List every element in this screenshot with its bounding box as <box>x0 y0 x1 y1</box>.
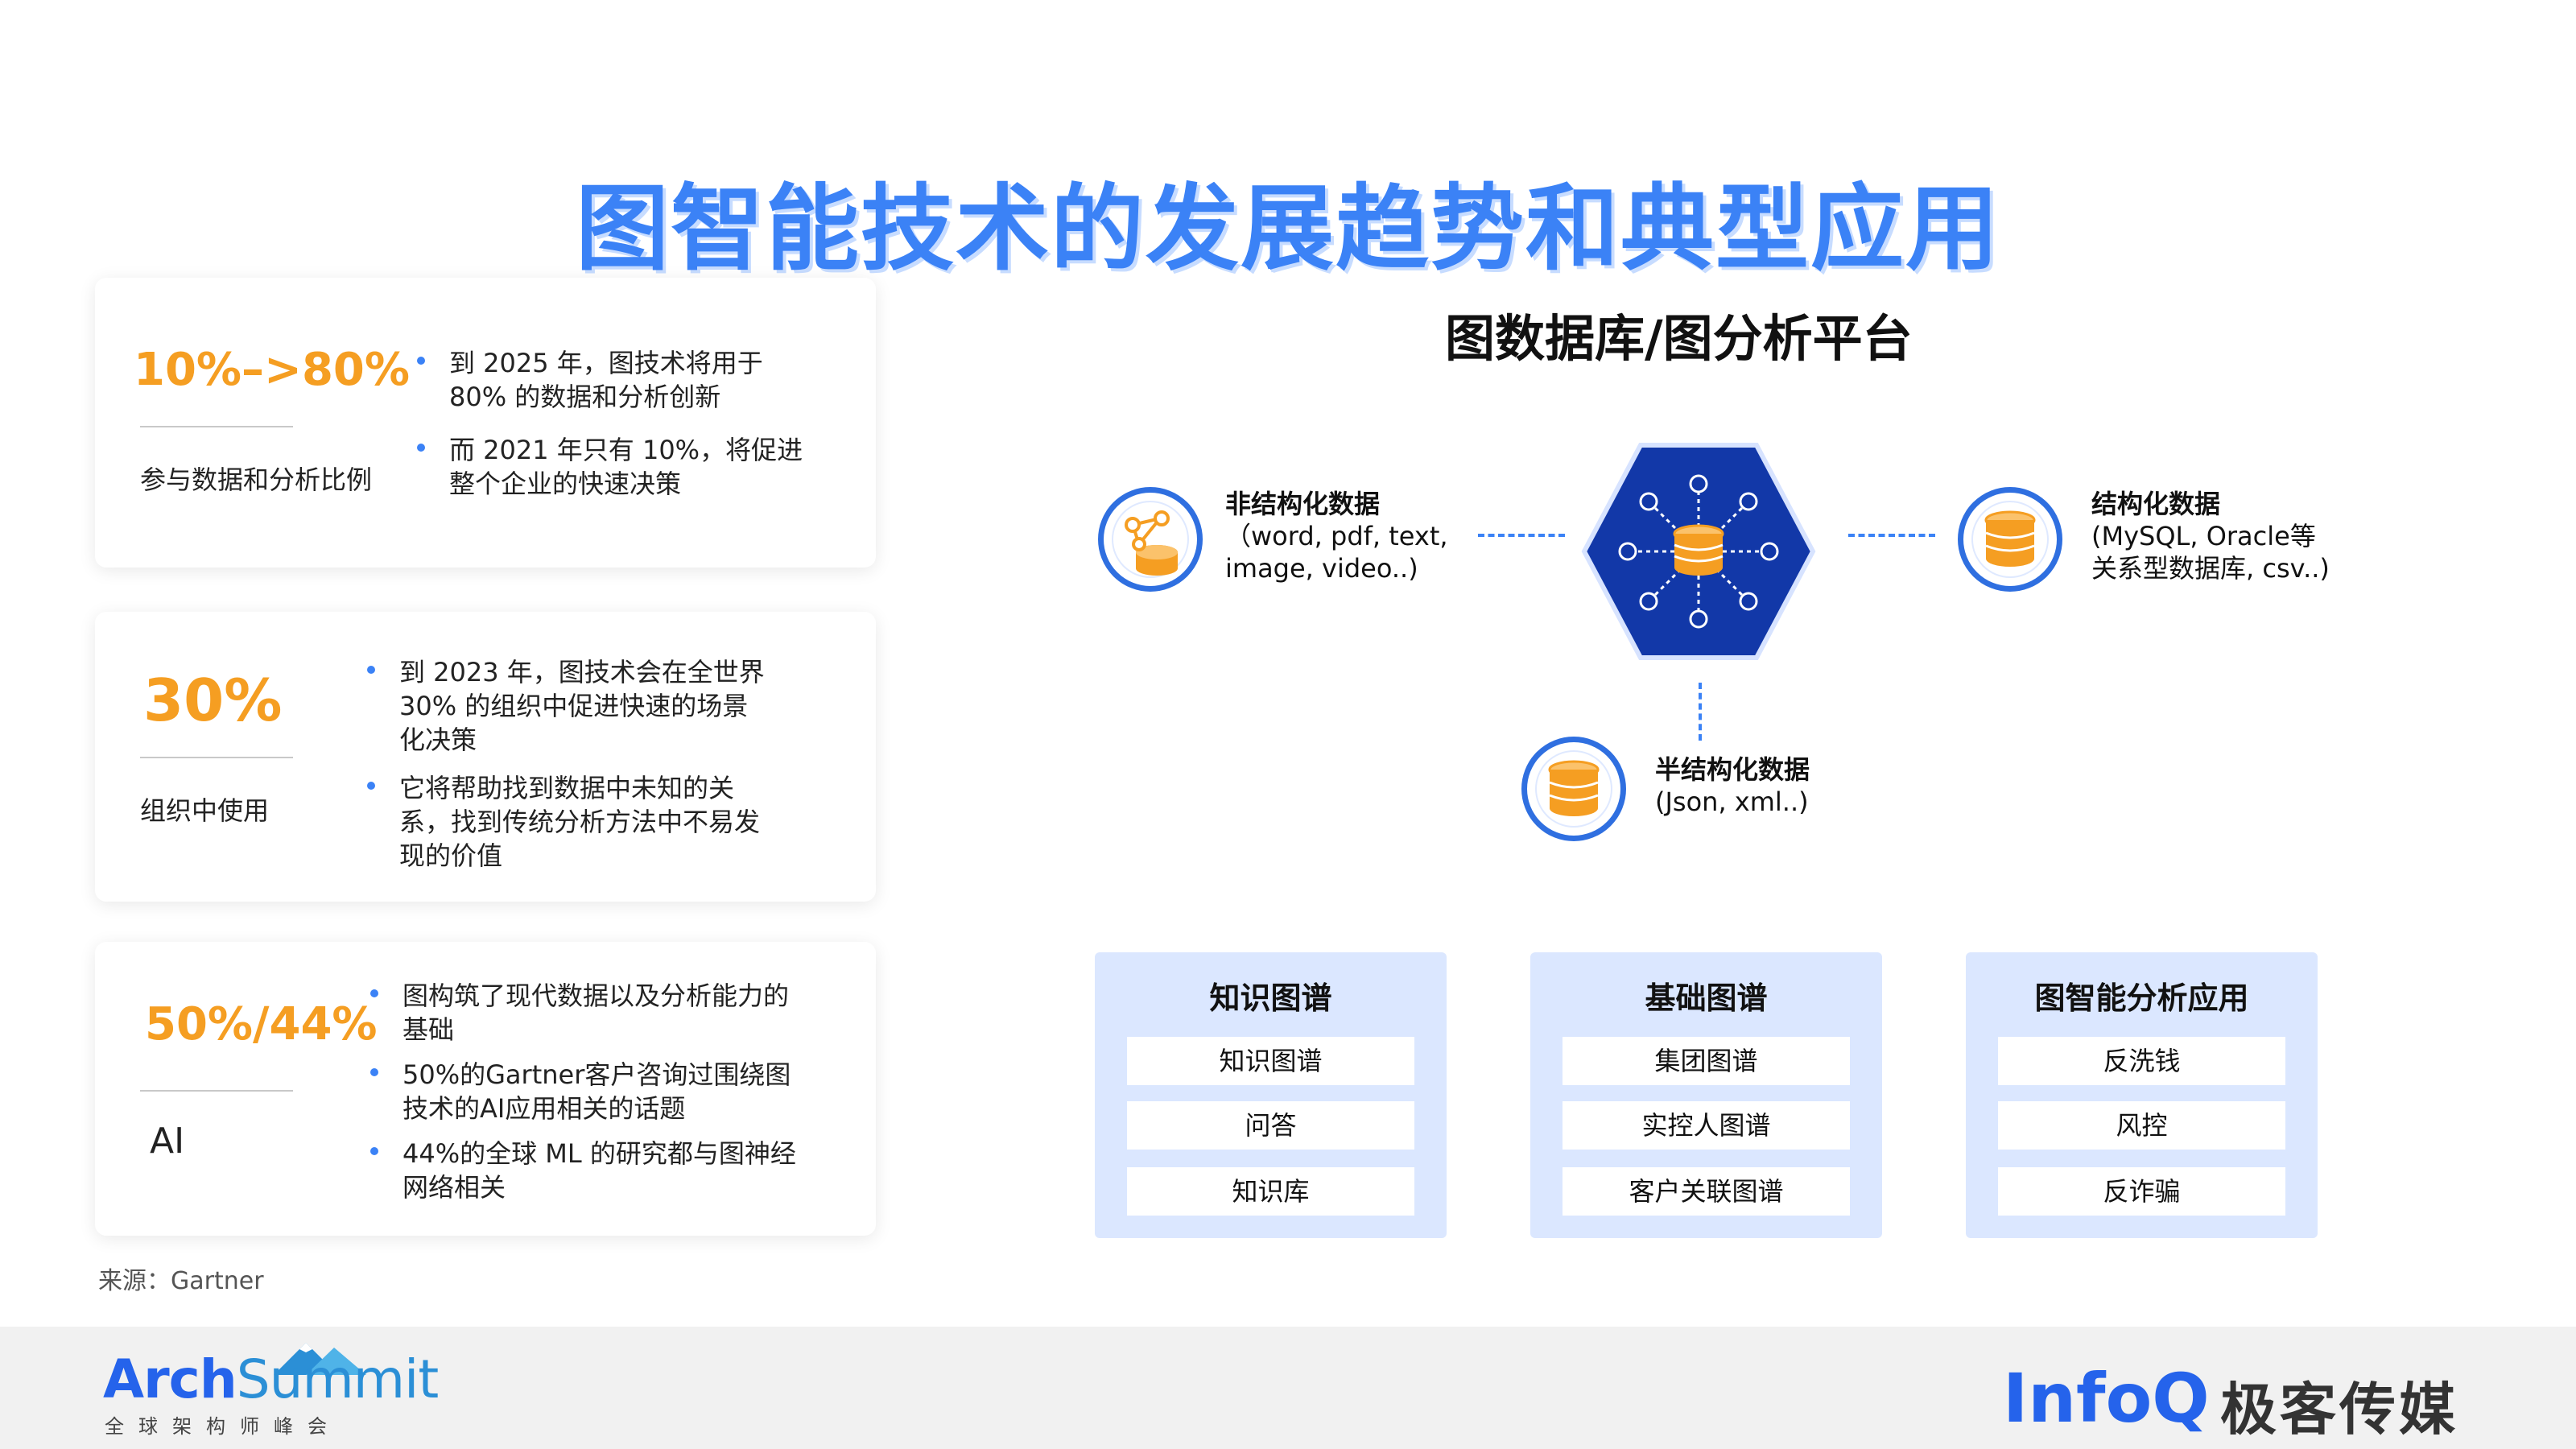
panel-item: 知识库 <box>1127 1167 1414 1216</box>
stat-value: 30% <box>143 667 283 734</box>
panel-item: 反诈骗 <box>1998 1167 2285 1216</box>
divider <box>140 757 293 758</box>
database-icon <box>1548 760 1600 816</box>
stat-card-2: 30% 组织中使用 到 2023 年，图技术会在全世界 30% 的组织中促进快速… <box>95 612 876 902</box>
semi-structured-node <box>1521 737 1626 841</box>
connector-line <box>1478 534 1565 537</box>
bullet-list: 图构筑了现代数据以及分析能力的 基础 50%的Gartner客户咨询过围绕图 技… <box>369 979 860 1224</box>
mountain-logo-icon <box>274 1343 366 1375</box>
logo-text-arch: Arch <box>103 1348 237 1410</box>
stat-caption: AI <box>150 1121 185 1162</box>
stat-card-1: 10%–>80% 参与数据和分析比例 到 2025 年，图技术将用于 80% 的… <box>95 278 876 568</box>
divider <box>140 1090 293 1092</box>
application-panel: 图智能分析应用 反洗钱 风控 反诈骗 <box>1966 952 2318 1238</box>
structured-node <box>1958 487 2062 592</box>
panel-item: 客户关联图谱 <box>1563 1167 1850 1216</box>
hexagon-hub-icon <box>1581 443 1816 660</box>
bullet-item: 它将帮助找到数据中未知的关 系，找到传统分析方法中不易发 现的价值 <box>365 771 848 873</box>
bullet-item: 而 2021 年只有 10%，将促进 整个企业的快速决策 <box>415 433 850 501</box>
panel-title: 图智能分析应用 <box>2034 980 2249 1016</box>
infoq-logo: InfoQ <box>2003 1359 2210 1438</box>
connector-line <box>1699 683 1702 741</box>
bullet-item: 到 2023 年，图技术会在全世界 30% 的组织中促进快速的场景 化决策 <box>365 655 848 757</box>
panel-item: 反洗钱 <box>1998 1037 2285 1085</box>
panel-title: 基础图谱 <box>1645 980 1768 1016</box>
source-note: 来源：Gartner <box>98 1267 264 1295</box>
semi-heading: 半结构化数据 <box>1655 754 1810 785</box>
logo-text-summit: Summit <box>236 1348 440 1410</box>
panel-item: 实控人图谱 <box>1563 1101 1850 1150</box>
application-panel: 知识图谱 知识图谱 问答 知识库 <box>1095 952 1447 1238</box>
unstructured-node <box>1098 487 1203 592</box>
geek-media-logo: 极客传媒 <box>2220 1377 2458 1443</box>
structured-heading: 结构化数据 <box>2091 489 2221 519</box>
stat-value: 50%/44% <box>145 998 378 1051</box>
archsummit-subtitle: 全球架构师峰会 <box>105 1415 341 1438</box>
stat-caption: 组织中使用 <box>140 795 270 826</box>
panel-title: 知识图谱 <box>1209 980 1332 1016</box>
application-panel: 基础图谱 集团图谱 实控人图谱 客户关联图谱 <box>1530 952 1882 1238</box>
diagram-title: 图数据库/图分析平台 <box>1445 309 1913 368</box>
panel-item: 问答 <box>1127 1101 1414 1150</box>
footer-bar <box>0 1327 2576 1449</box>
bullet-item: 图构筑了现代数据以及分析能力的 基础 <box>369 979 860 1046</box>
structured-detail: (MySQL, Oracle等 关系型数据库, csv..) <box>2091 521 2330 584</box>
divider <box>140 426 293 427</box>
database-icon <box>1984 510 2036 567</box>
panel-item: 集团图谱 <box>1563 1037 1850 1085</box>
bullet-list: 到 2023 年，图技术会在全世界 30% 的组织中促进快速的场景 化决策 它将… <box>365 655 848 892</box>
unstructured-heading: 非结构化数据 <box>1225 489 1381 519</box>
stat-value: 10%–>80% <box>134 344 410 396</box>
connector-line <box>1848 534 1935 537</box>
structured-label: 结构化数据 (MySQL, Oracle等 关系型数据库, csv..) <box>2091 488 2330 584</box>
bullet-list: 到 2025 年，图技术将用于 80% 的数据和分析创新 而 2021 年只有 … <box>415 346 850 520</box>
unstructured-detail: （word, pdf, text, image, video..) <box>1225 521 1448 584</box>
graph-db-icon <box>1125 510 1178 576</box>
bullet-item: 44%的全球 ML 的研究都与图神经 网络相关 <box>369 1137 860 1204</box>
page-title: 图智能技术的发展趋势和典型应用 <box>576 175 2000 283</box>
semi-detail: (Json, xml..) <box>1655 786 1809 817</box>
semi-structured-label: 半结构化数据 (Json, xml..) <box>1655 753 1810 818</box>
panel-item: 知识图谱 <box>1127 1037 1414 1085</box>
archsummit-logo: ArchSummit <box>103 1348 440 1410</box>
stat-card-3: 50%/44% AI 图构筑了现代数据以及分析能力的 基础 50%的Gartne… <box>95 942 876 1236</box>
stat-caption: 参与数据和分析比例 <box>140 464 373 495</box>
bullet-item: 50%的Gartner客户咨询过围绕图 技术的AI应用相关的话题 <box>369 1058 860 1125</box>
panel-item: 风控 <box>1998 1101 2285 1150</box>
bullet-item: 到 2025 年，图技术将用于 80% 的数据和分析创新 <box>415 346 850 414</box>
unstructured-label: 非结构化数据 （word, pdf, text, image, video..) <box>1225 488 1448 584</box>
